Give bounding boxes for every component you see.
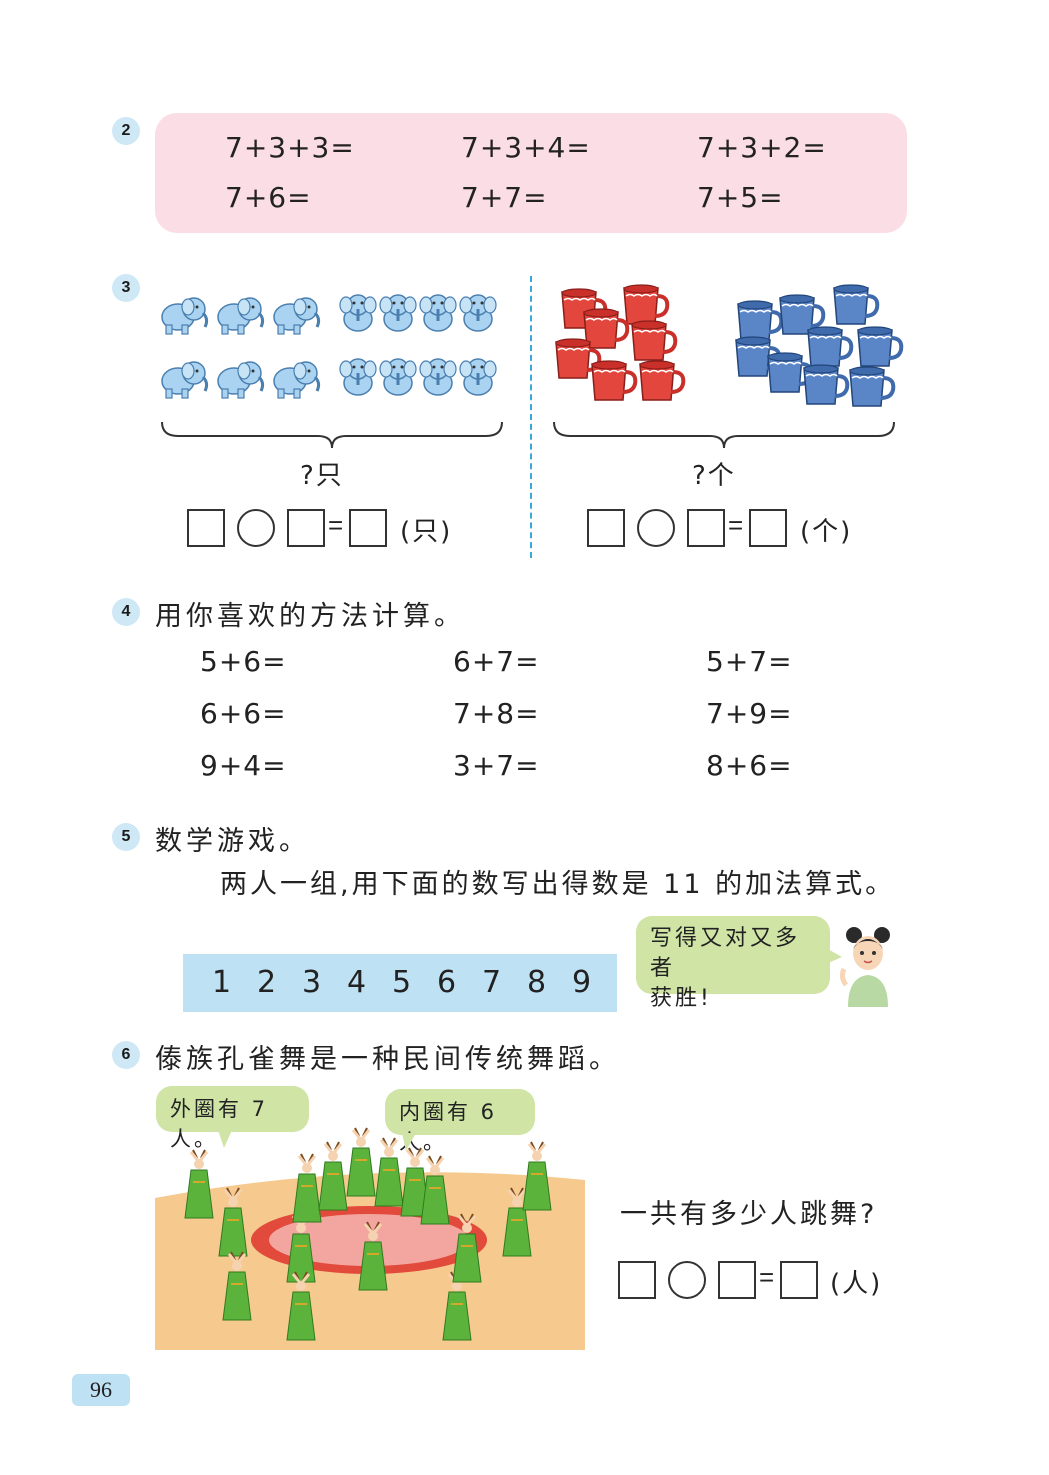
left-brace <box>161 421 503 449</box>
answer-box[interactable] <box>718 1261 756 1299</box>
right-brace <box>553 421 895 449</box>
equation: 7+3+3= <box>225 131 355 164</box>
speech-line: 写得又对又多者 <box>650 926 801 981</box>
equation: 7+5= <box>697 181 784 214</box>
problem-6-badge: 6 <box>112 1041 140 1069</box>
equation: 7+3+2= <box>697 131 827 164</box>
operator-circle[interactable] <box>637 509 675 547</box>
equals-sign: = <box>728 510 744 540</box>
problem-3-badge: 3 <box>112 274 140 302</box>
operator-circle[interactable] <box>237 509 275 547</box>
equation: 3+7= <box>453 749 540 782</box>
equation: 7+8= <box>453 697 540 730</box>
right-question: ?个 <box>692 461 736 491</box>
problem-5-title: 数学游戏。 <box>155 826 310 857</box>
speech-bubble-inner: 内圈有 6 人。 <box>385 1089 535 1154</box>
number-card: 6 <box>437 965 457 1000</box>
answer-box[interactable] <box>687 509 725 547</box>
problem-5-badge: 5 <box>112 823 140 851</box>
page-number: 96 <box>72 1374 130 1406</box>
equals-sign: = <box>328 510 344 540</box>
equation: 5+7= <box>706 645 793 678</box>
number-strip <box>183 954 617 1012</box>
number-card: 5 <box>392 965 412 1000</box>
number-card: 9 <box>572 965 592 1000</box>
number-card: 2 <box>257 965 277 1000</box>
problem-6-title: 傣族孔雀舞是一种民间传统舞蹈。 <box>155 1044 620 1075</box>
problem-2-panel: 7+3+3= 7+3+4= 7+3+2= 7+6= 7+7= 7+5= <box>155 113 907 233</box>
unit-label: (人) <box>830 1269 883 1299</box>
equation: 6+6= <box>200 697 287 730</box>
answer-box[interactable] <box>349 509 387 547</box>
equation: 7+7= <box>461 181 548 214</box>
number-card: 1 <box>212 965 232 1000</box>
equation: 7+6= <box>225 181 312 214</box>
left-question: ?只 <box>300 461 344 491</box>
section-divider <box>530 276 532 558</box>
speech-bubble-outer: 外圈有 7 人。 <box>156 1086 309 1151</box>
problem-6-question: 一共有多少人跳舞? <box>620 1199 878 1230</box>
speech-line: 获胜! <box>650 986 712 1011</box>
elephants-illustration <box>160 293 498 400</box>
speech-tail <box>218 1130 232 1148</box>
equation: 9+4= <box>200 749 287 782</box>
number-card: 4 <box>347 965 367 1000</box>
answer-box[interactable] <box>618 1261 656 1299</box>
equation: 6+7= <box>453 645 540 678</box>
answer-box[interactable] <box>287 509 325 547</box>
operator-circle[interactable] <box>668 1261 706 1299</box>
girl-illustration <box>839 927 890 1007</box>
peacock-dance-illustration <box>155 1126 585 1350</box>
problem-4-badge: 4 <box>112 598 140 626</box>
unit-label: (只) <box>400 517 453 547</box>
problem-2-badge: 2 <box>112 117 140 145</box>
answer-box[interactable] <box>749 509 787 547</box>
equation: 7+3+4= <box>461 131 591 164</box>
speech-bubble: 写得又对又多者 获胜! <box>636 916 830 1011</box>
number-card: 7 <box>482 965 502 1000</box>
answer-box[interactable] <box>187 509 225 547</box>
problem-5-instruction: 两人一组,用下面的数写出得数是 11 的加法算式。 <box>220 869 896 900</box>
number-card: 3 <box>302 965 322 1000</box>
answer-box[interactable] <box>587 509 625 547</box>
answer-box[interactable] <box>780 1261 818 1299</box>
equation: 7+9= <box>706 697 793 730</box>
cups-illustration <box>554 283 904 408</box>
equals-sign: = <box>759 1262 775 1292</box>
problem-4-title: 用你喜欢的方法计算。 <box>155 601 465 632</box>
speech-tail <box>826 948 842 964</box>
speech-tail <box>402 1133 416 1151</box>
equation: 8+6= <box>706 749 793 782</box>
equation: 5+6= <box>200 645 287 678</box>
number-card: 8 <box>527 965 547 1000</box>
unit-label: (个) <box>800 517 853 547</box>
